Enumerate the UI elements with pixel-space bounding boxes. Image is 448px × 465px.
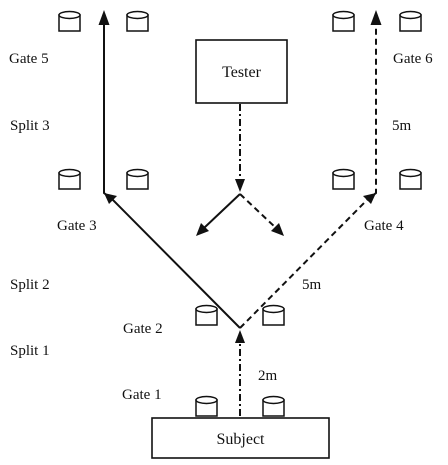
tester-box: Tester (195, 39, 288, 104)
split-2-label: Split 2 (10, 277, 50, 293)
subject-box: Subject (151, 417, 330, 459)
cone-icon (262, 395, 285, 417)
gate-5-label: Gate 5 (9, 51, 49, 67)
cone-icon (262, 304, 285, 326)
distance-label-middle: 5m (302, 277, 322, 293)
cone-icon (399, 10, 422, 32)
distance-label-lower: 2m (258, 368, 278, 384)
cone-icon (58, 168, 81, 190)
gate-4-label: Gate 4 (364, 218, 404, 234)
split-1-label: Split 1 (10, 343, 50, 359)
start-path-dashdot (235, 330, 245, 416)
arrowhead-icon (98, 10, 110, 25)
gate-6-label: Gate 6 (393, 51, 433, 67)
distance-label-upper: 5m (392, 118, 412, 134)
arrowhead-icon (271, 223, 284, 236)
cones-top-left (58, 10, 149, 32)
cone-icon (126, 168, 149, 190)
arrowhead-icon (196, 223, 209, 236)
subject-label: Subject (217, 431, 266, 448)
cones-mid-left (58, 168, 149, 190)
tester-cue-path (196, 104, 284, 236)
gate-3-label: Gate 3 (57, 218, 97, 234)
cones-mid-right (332, 168, 422, 190)
arrowhead-icon (370, 10, 382, 25)
path-right-dashed (239, 10, 382, 329)
gate-1-label: Gate 1 (122, 387, 162, 403)
cone-icon (332, 10, 355, 32)
tester-label: Tester (222, 64, 262, 81)
arrowhead-icon (235, 330, 245, 343)
gate-2-label: Gate 2 (123, 321, 163, 337)
arrowhead-icon (235, 179, 245, 192)
arrowhead-icon (104, 193, 117, 204)
cone-icon (58, 10, 81, 32)
split-3-label: Split 3 (10, 118, 50, 134)
arrowhead-icon (363, 193, 376, 204)
cone-icon (399, 168, 422, 190)
cones-top-right (332, 10, 422, 32)
cone-icon (332, 168, 355, 190)
cone-icon (126, 10, 149, 32)
path-left-solid (98, 10, 241, 329)
cone-icon (195, 395, 218, 417)
cones-gate-1 (195, 395, 285, 417)
cone-icon (195, 304, 218, 326)
cones-gate-2 (195, 304, 285, 326)
